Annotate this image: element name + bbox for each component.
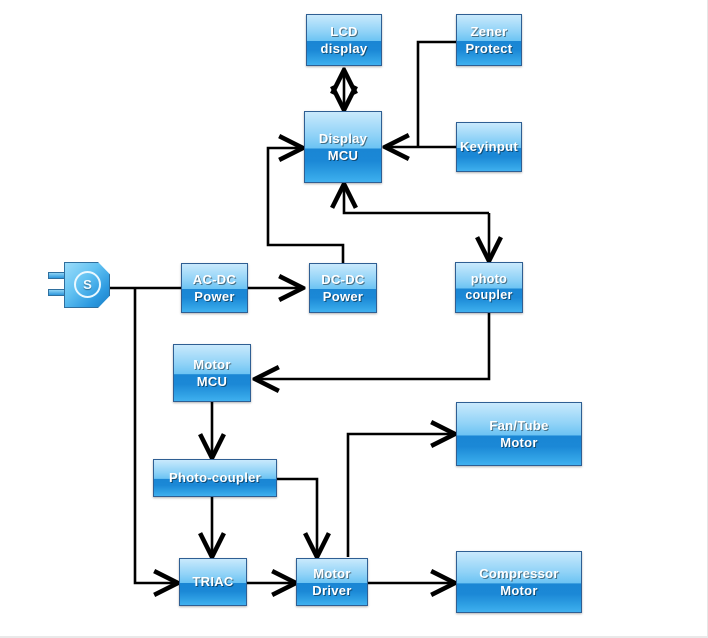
block-dc-dc-power[interactable]: DC-DC Power	[309, 263, 377, 313]
block-label-line1: Keyinput	[459, 139, 518, 155]
block-keyinput[interactable]: Keyinput	[456, 122, 522, 172]
plug-label: S	[74, 271, 101, 298]
block-label-line1: DC-DC	[321, 272, 365, 288]
block-label-line2: MCU	[327, 147, 359, 163]
block-label-line2: Motor	[500, 582, 538, 598]
power-plug-icon: S	[48, 262, 110, 308]
wire-bus-to-triac	[133, 288, 178, 583]
block-label-line2: Driver	[312, 582, 352, 598]
block-label-line1: TRIAC	[192, 574, 234, 590]
block-label-line1: Display	[318, 131, 368, 147]
wire-motor-driver-to-fan-tube-motor	[346, 434, 455, 557]
block-zener-protect[interactable]: Zener Protect	[456, 14, 522, 66]
block-label-line2: display	[320, 40, 368, 56]
wire-photocoupler-to-motor-driver	[277, 477, 317, 557]
block-compressor-motor[interactable]: Compressor Motor	[456, 551, 582, 613]
block-photo-coupler-top[interactable]: photo coupler	[455, 262, 523, 313]
wire-dcdc-to-display-mcu-bottom	[344, 184, 489, 215]
block-triac[interactable]: TRIAC	[179, 558, 247, 606]
block-label-line1: Photo-coupler	[168, 470, 261, 486]
block-label-line2: Motor	[500, 434, 538, 450]
block-label-line2: Protect	[465, 40, 513, 56]
block-photo-coupler[interactable]: Photo-coupler	[153, 459, 277, 497]
block-label-line1: Fan/Tube	[489, 418, 549, 434]
block-label-line1: Compressor	[479, 566, 559, 582]
block-label-line2: Power	[322, 288, 364, 304]
block-motor-driver[interactable]: Motor Driver	[296, 558, 368, 606]
wire-photo-coupler-to-motor-mcu	[255, 313, 491, 379]
block-label-line1: Motor	[313, 566, 351, 582]
wire-zener-to-display-mcu	[416, 40, 458, 147]
block-label-line2: Power	[194, 288, 235, 304]
block-motor-mcu[interactable]: Motor MCU	[173, 344, 251, 402]
block-label-line2: coupler	[465, 288, 513, 302]
block-label-line1: photo	[470, 272, 508, 287]
block-label-line1: LCD	[330, 24, 358, 40]
block-label-line1: Motor	[193, 357, 231, 373]
block-fan-tube-motor[interactable]: Fan/Tube Motor	[456, 402, 582, 466]
block-label-line2: MCU	[196, 373, 228, 389]
block-label-line1: AC-DC	[192, 272, 237, 288]
block-lcd-display[interactable]: LCD display	[306, 14, 382, 66]
block-ac-dc-power[interactable]: AC-DC Power	[181, 263, 248, 313]
block-label-line1: Zener	[470, 24, 508, 40]
block-display-mcu[interactable]: Display MCU	[304, 111, 382, 183]
